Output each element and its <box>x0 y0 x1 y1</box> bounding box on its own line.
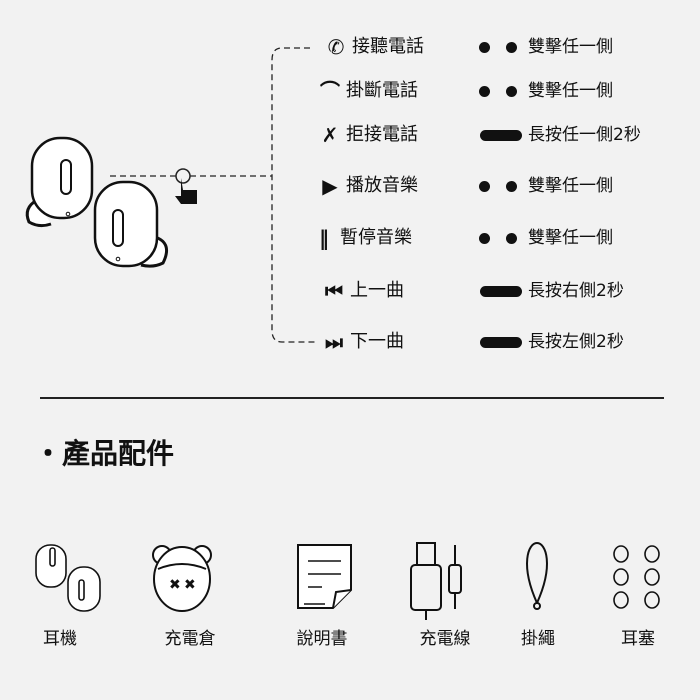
tap-dot <box>506 42 517 53</box>
previous-track-icon: ⏮ <box>325 279 343 303</box>
accessory-label: 耳機 <box>43 629 77 649</box>
long-press-bar <box>480 130 522 141</box>
ear-tips-icon <box>613 545 660 609</box>
control-action: 長按右側2秒 <box>528 281 624 301</box>
control-row: ‖ 暫停音樂 雙擊任一側 <box>0 223 700 253</box>
control-row: ▶ 播放音樂 雙擊任一側 <box>0 171 700 201</box>
accessory-label: 耳塞 <box>621 629 655 649</box>
accessory-label: 充電倉 <box>164 629 216 649</box>
accessory-label: 說明書 <box>296 629 348 649</box>
tap-dot <box>479 42 490 53</box>
long-press-bar <box>480 286 522 297</box>
accessory-icons: ✖ ✖ <box>35 541 660 620</box>
phone-hangup-icon: ⌒ <box>320 79 340 103</box>
manual-icon <box>297 544 352 609</box>
control-row: ✆ 接聽電話 雙擊任一側 <box>0 32 700 62</box>
control-label: 播放音樂 <box>346 175 418 196</box>
control-action: 雙擊任一側 <box>528 228 613 248</box>
control-row: ⌒ 掛斷電話 雙擊任一側 <box>0 76 700 106</box>
phone-reject-icon: ✗ <box>321 123 339 147</box>
earbuds-icon <box>35 544 101 612</box>
tap-dot <box>479 181 490 192</box>
control-action: 雙擊任一側 <box>528 37 613 57</box>
control-action: 長按左側2秒 <box>528 332 624 352</box>
charging-cable-icon <box>410 542 462 620</box>
connector-lines <box>110 47 315 343</box>
control-label: 上一曲 <box>350 280 404 301</box>
section-heading: ・產品配件 <box>34 436 174 472</box>
control-row: ⏮ 上一曲 長按右側2秒 <box>0 276 700 306</box>
control-action: 長按任一側2秒 <box>528 125 641 145</box>
tap-dot <box>506 233 517 244</box>
svg-text:✖: ✖ <box>169 577 181 593</box>
charging-case-icon: ✖ ✖ <box>152 545 212 612</box>
accessory-label: 充電線 <box>419 629 471 649</box>
heading-title: 產品配件 <box>62 437 175 470</box>
control-action: 雙擊任一側 <box>528 81 613 101</box>
next-track-icon: ⏭ <box>325 330 343 354</box>
control-label: 下一曲 <box>350 331 404 352</box>
phone-answer-icon: ✆ <box>327 35 345 59</box>
svg-text:✖: ✖ <box>184 577 196 593</box>
control-label: 暫停音樂 <box>340 227 412 248</box>
control-row: ✗ 拒接電話 長按任一側2秒 <box>0 120 700 150</box>
heading-bullet: ・ <box>34 437 63 470</box>
tap-dot <box>479 233 490 244</box>
control-label: 掛斷電話 <box>346 80 418 101</box>
lanyard-icon <box>526 541 548 610</box>
earbuds-illustration <box>25 136 169 268</box>
section-divider <box>40 397 664 399</box>
tap-dot <box>506 181 517 192</box>
tap-dot <box>506 86 517 97</box>
control-action: 雙擊任一側 <box>528 176 613 196</box>
control-label: 拒接電話 <box>346 124 418 145</box>
tap-dot <box>479 86 490 97</box>
accessory-label: 掛繩 <box>521 629 555 649</box>
control-row: ⏭ 下一曲 長按左側2秒 <box>0 327 700 357</box>
pause-icon: ‖ <box>319 226 329 250</box>
play-icon: ▶ <box>322 174 338 198</box>
long-press-bar <box>480 337 522 348</box>
control-label: 接聽電話 <box>352 36 424 57</box>
